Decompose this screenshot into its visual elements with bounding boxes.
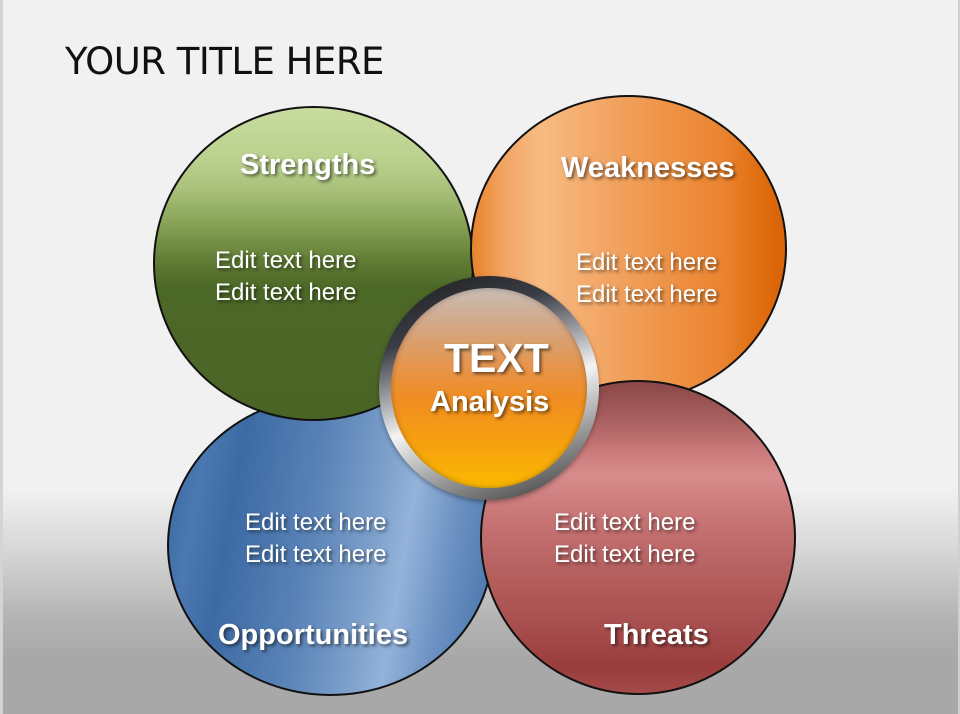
strengths-line-1: Edit text here bbox=[215, 247, 357, 274]
weaknesses-text[interactable]: Edit text here Edit text here bbox=[576, 247, 717, 311]
strengths-text[interactable]: Edit text here Edit text here bbox=[215, 245, 356, 309]
center-hub-ring[interactable] bbox=[379, 276, 599, 500]
opportunities-line-1: Edit text here bbox=[245, 509, 387, 536]
opportunities-line-2: Edit text here bbox=[245, 541, 387, 568]
threats-line-1: Edit text here bbox=[554, 509, 696, 536]
center-title[interactable]: TEXT bbox=[444, 335, 549, 381]
opportunities-text[interactable]: Edit text here Edit text here bbox=[245, 507, 386, 571]
weaknesses-heading[interactable]: Weaknesses bbox=[561, 152, 735, 184]
slide-left-edge bbox=[0, 0, 3, 714]
slide-right-edge bbox=[958, 0, 960, 714]
threats-heading[interactable]: Threats bbox=[604, 619, 709, 651]
threats-line-2: Edit text here bbox=[554, 541, 696, 568]
strengths-line-2: Edit text here bbox=[215, 279, 357, 306]
slide-title[interactable]: YOUR TITLE HERE bbox=[65, 40, 384, 83]
weaknesses-line-1: Edit text here bbox=[576, 249, 718, 276]
strengths-heading[interactable]: Strengths bbox=[240, 149, 376, 181]
opportunities-heading[interactable]: Opportunities bbox=[218, 619, 409, 651]
threats-text[interactable]: Edit text here Edit text here bbox=[554, 507, 695, 571]
center-subtitle[interactable]: Analysis bbox=[430, 386, 550, 418]
weaknesses-line-2: Edit text here bbox=[576, 281, 718, 308]
center-hub-disc bbox=[391, 288, 587, 488]
